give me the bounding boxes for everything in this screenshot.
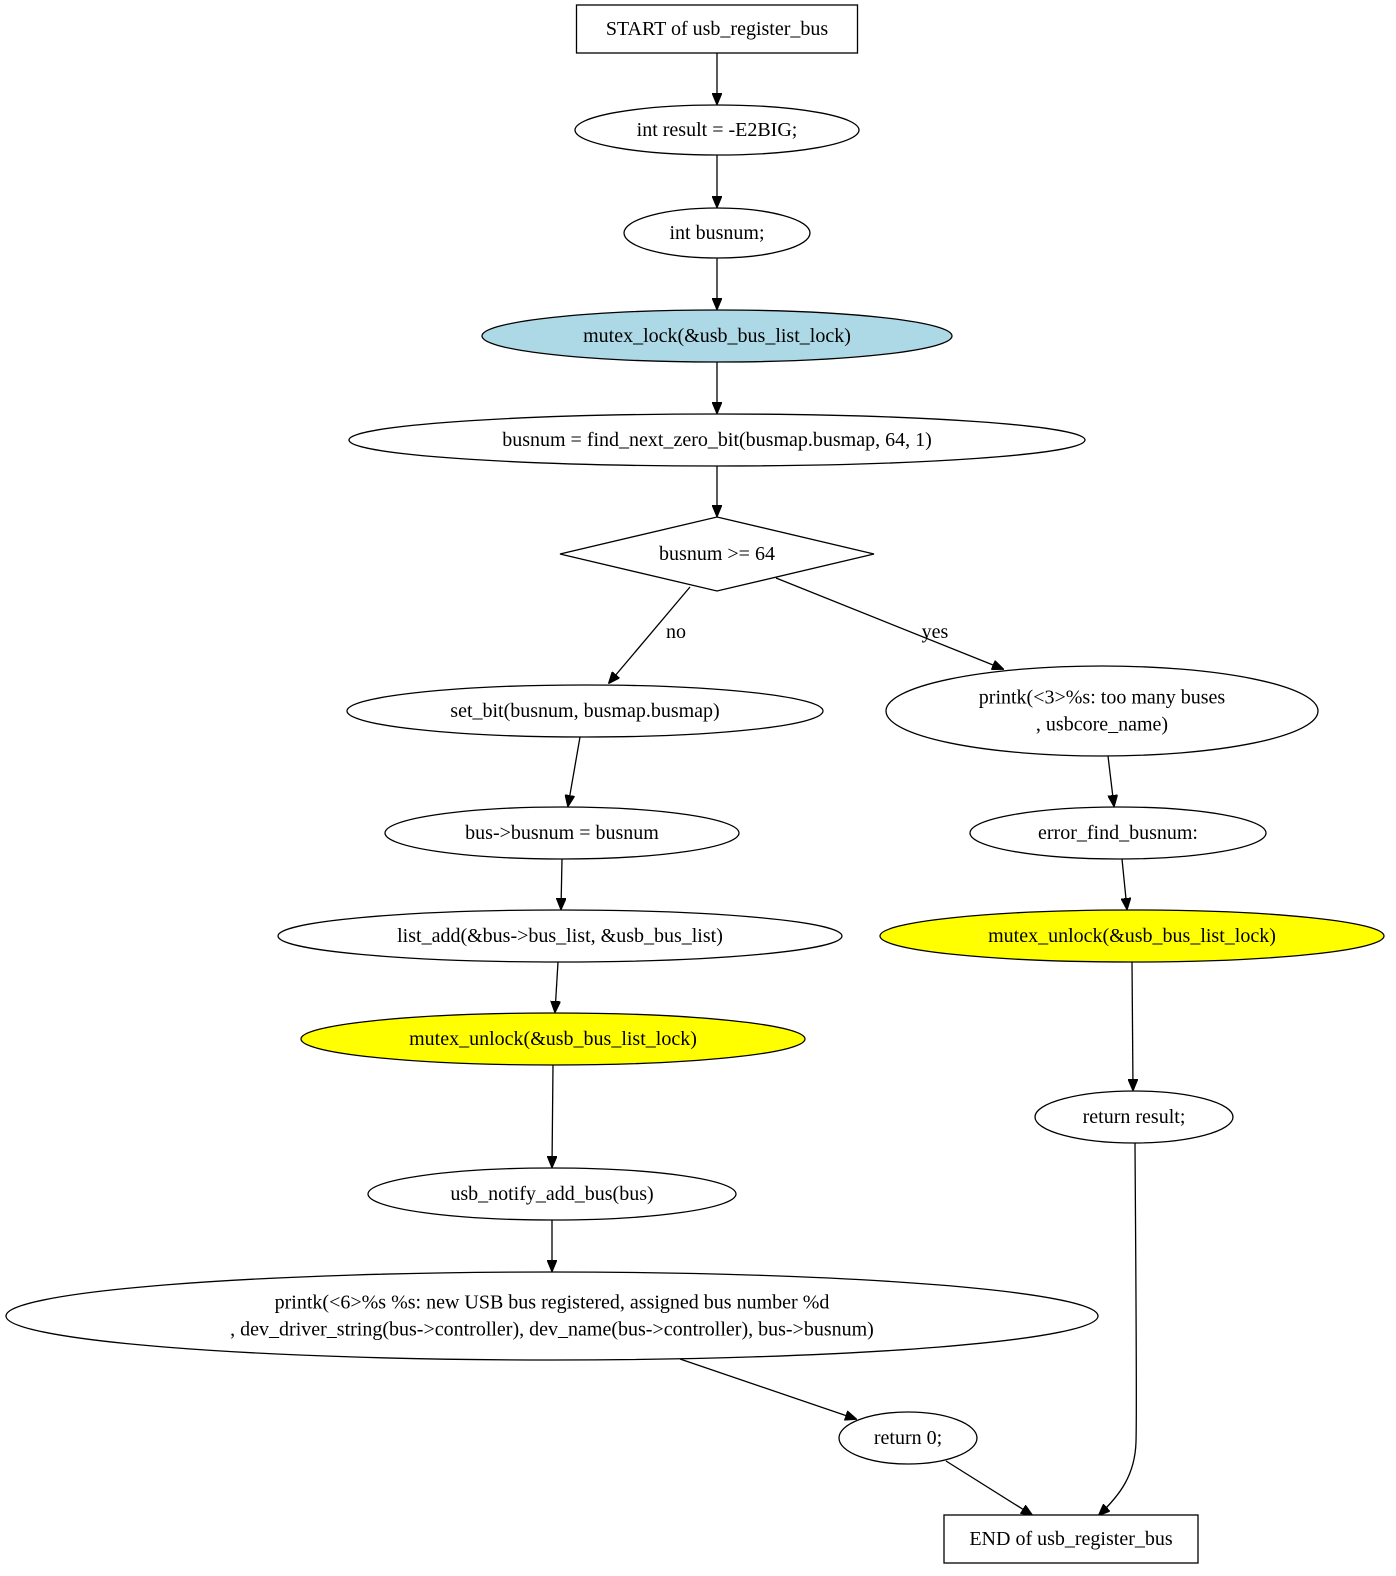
node-shape-ellipse — [277, 909, 843, 963]
edge-arrow — [945, 1460, 1032, 1515]
node-shape-diamond — [559, 516, 875, 592]
node-shape-ellipse — [300, 1012, 806, 1066]
node-shape-ellipse — [1034, 1090, 1234, 1144]
edge-printk_info-to-return_zero — [679, 1358, 856, 1419]
edge-arrow — [568, 736, 581, 806]
edge-arrow — [555, 961, 558, 1012]
node-return-zero: return 0; — [838, 1411, 978, 1465]
edge-arrow — [775, 577, 1003, 669]
node-shape-ellipse — [885, 665, 1319, 757]
node-shape-ellipse — [969, 806, 1267, 860]
node-label-line: busnum = find_next_zero_bit(busmap.busma… — [502, 429, 932, 451]
edge-assign_busnum-to-list_add — [561, 858, 562, 909]
node-shape-rect — [943, 1514, 1199, 1564]
edge-return_result-to-end — [1099, 1142, 1138, 1515]
node-label-line: return result; — [1083, 1106, 1186, 1128]
edge-arrow — [1107, 755, 1114, 806]
node-label-line: mutex_unlock(&usb_bus_list_lock) — [988, 925, 1276, 947]
edge-arrow — [1122, 858, 1127, 909]
node-label-line: , dev_driver_string(bus->controller), de… — [230, 1319, 874, 1341]
node-error-label: error_find_busnum: — [969, 806, 1267, 860]
node-label-line: error_find_busnum: — [1038, 822, 1198, 844]
node-shape-ellipse — [384, 806, 740, 860]
node-start: START of usb_register_bus — [575, 4, 859, 54]
edge-arrow — [679, 1358, 856, 1419]
node-shape-ellipse — [481, 309, 953, 363]
node-label-line: mutex_unlock(&usb_bus_list_lock) — [409, 1028, 697, 1050]
node-set-bit: set_bit(busnum, busmap.busmap) — [346, 684, 824, 738]
edge-condition-to-printk_err: yes — [775, 577, 1003, 669]
edge-label-yes: yes — [922, 621, 949, 643]
node-label-line: printk(<3>%s: too many buses — [979, 687, 1226, 709]
node-shape-ellipse — [5, 1271, 1099, 1361]
node-printk-err: printk(<3>%s: too many buses , usbcore_na… — [885, 665, 1319, 757]
node-label-line: int busnum; — [669, 222, 764, 244]
edge-arrow — [552, 1064, 553, 1167]
node-label-line: printk(<6>%s %s: new USB bus registered,… — [275, 1292, 830, 1314]
edge-printk_err-to-error_label — [1107, 755, 1114, 806]
node-label-line: mutex_lock(&usb_bus_list_lock) — [583, 325, 851, 347]
node-list-add: list_add(&bus->bus_list, &usb_bus_list) — [277, 909, 843, 963]
edge-return_zero-to-end — [945, 1460, 1032, 1515]
edge-unlock_no-to-notify — [552, 1064, 553, 1167]
node-label-line: END of usb_register_bus — [969, 1528, 1173, 1550]
edges-layer: no yes — [552, 53, 1136, 1515]
node-shape-ellipse — [348, 413, 1086, 467]
edge-label-no: no — [666, 621, 686, 643]
node-label-line: return 0; — [874, 1427, 942, 1449]
node-end: END of usb_register_bus — [943, 1514, 1199, 1564]
edge-arrow — [609, 586, 691, 683]
node-unlock-no: mutex_unlock(&usb_bus_list_lock) — [300, 1012, 806, 1066]
node-shape-ellipse — [367, 1167, 737, 1221]
node-result-decl: int result = -E2BIG; — [574, 104, 860, 156]
node-label-line: set_bit(busnum, busmap.busmap) — [450, 700, 719, 722]
node-label-line: bus->busnum = busnum — [465, 822, 659, 844]
node-find-bit: busnum = find_next_zero_bit(busmap.busma… — [348, 413, 1086, 467]
node-printk-info: printk(<6>%s %s: new USB bus registered,… — [5, 1271, 1099, 1361]
edge-condition-to-set_bit: no — [609, 586, 691, 683]
edge-arrow — [1099, 1142, 1138, 1515]
edge-unlock_yes-to-return_result — [1132, 961, 1133, 1090]
node-shape-ellipse — [838, 1411, 978, 1465]
node-label-line: , usbcore_name) — [1036, 714, 1168, 736]
node-label-line: int result = -E2BIG; — [637, 119, 798, 141]
node-shape-ellipse — [623, 207, 811, 259]
node-label-line: busnum >= 64 — [659, 543, 775, 565]
edge-arrow — [561, 858, 562, 909]
node-shape-rect — [575, 4, 859, 54]
node-return-result: return result; — [1034, 1090, 1234, 1144]
node-condition: busnum >= 64 — [559, 516, 875, 592]
node-notify: usb_notify_add_bus(bus) — [367, 1167, 737, 1221]
edge-list_add-to-unlock_no — [555, 961, 558, 1012]
edge-error_label-to-unlock_yes — [1122, 858, 1127, 909]
node-shape-ellipse — [574, 104, 860, 156]
node-label-line: usb_notify_add_bus(bus) — [450, 1183, 653, 1205]
node-assign-busnum: bus->busnum = busnum — [384, 806, 740, 860]
node-shape-ellipse — [346, 684, 824, 738]
node-mutex-lock: mutex_lock(&usb_bus_list_lock) — [481, 309, 953, 363]
node-label-line: list_add(&bus->bus_list, &usb_bus_list) — [397, 925, 723, 947]
node-unlock-yes: mutex_unlock(&usb_bus_list_lock) — [879, 909, 1385, 963]
edge-arrow — [1132, 961, 1133, 1090]
node-busnum-decl: int busnum; — [623, 207, 811, 259]
node-label-line: START of usb_register_bus — [606, 18, 829, 40]
edge-set_bit-to-assign_busnum — [568, 736, 581, 806]
node-shape-ellipse — [879, 909, 1385, 963]
